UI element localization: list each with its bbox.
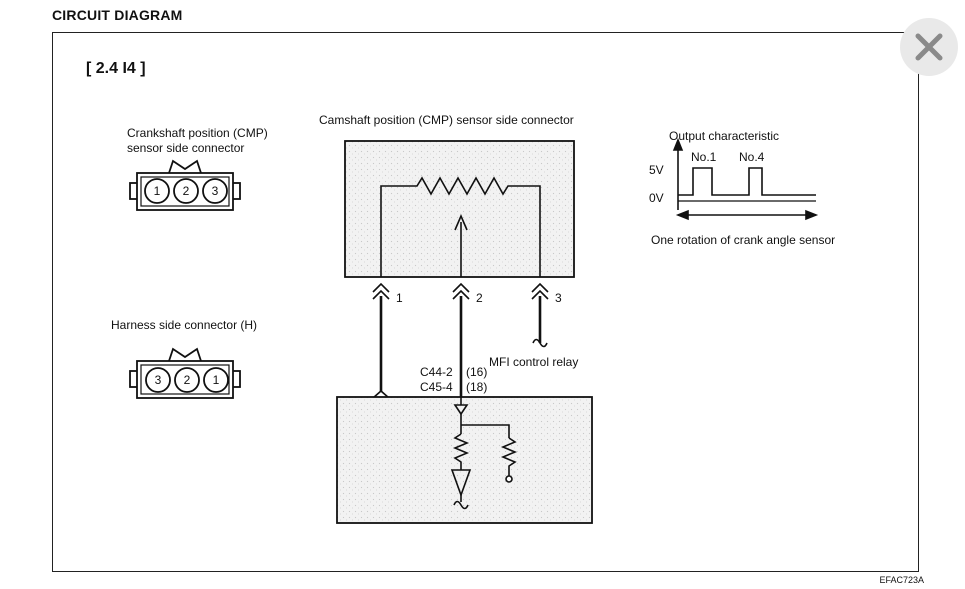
close-icon [915,33,943,61]
crank-pin-3: 3 [212,184,219,198]
terminal-3-label: 3 [555,291,562,305]
figure-code: EFAC723A [879,575,924,585]
crank-pin-2: 2 [183,184,190,198]
close-button[interactable] [900,18,958,76]
terminal-2-label: 2 [476,291,483,305]
harness-connector-label: Harness side connector (H) [111,318,258,332]
pulse-2-label: No.4 [739,150,765,164]
ecm-pin-b-label: C45-4 [420,380,453,394]
low-level-label: 0V [649,191,664,205]
harness-pin-2: 2 [184,373,191,387]
diagram-frame [52,32,919,572]
harness-connector-icon [129,347,241,399]
crank-connector-label-1: Crankshaft position (CMP) [127,126,268,140]
crank-connector-label-2: sensor side connector [127,141,245,155]
ground-symbol-icon [532,338,548,348]
pulse-1-label: No.1 [691,150,717,164]
cmp-sensor-label: Camshaft position (CMP) sensor side conn… [319,113,574,127]
terminal-1-label: 1 [396,291,403,305]
ecm-pin-a-number: (16) [466,365,488,379]
page-heading: CIRCUIT DIAGRAM [52,7,183,23]
output-chart-title: Output characteristic [669,129,780,143]
output-waveform [672,137,819,221]
harness-pin-1: 1 [213,373,220,387]
ecm-pin-a-label: C44-2 [420,365,453,379]
harness-pin-3: 3 [155,373,162,387]
wiring [379,296,542,397]
cmp-sensor-box [344,140,575,278]
ecm-pin-b-number: (18) [466,380,488,394]
engine-variant-label: [ 2.4 I4 ] [86,60,146,77]
relay-label: MFI control relay [489,355,579,369]
potentiometer-resistor-icon [380,176,541,277]
ecm-box [336,396,593,524]
crank-pin-1: 1 [154,184,161,198]
ecm-input-circuit-icon [450,397,518,510]
crank-connector-icon [129,159,241,211]
high-level-label: 5V [649,163,664,177]
terminal-chevrons [372,282,549,300]
output-chart-caption: One rotation of crank angle sensor [651,233,836,247]
